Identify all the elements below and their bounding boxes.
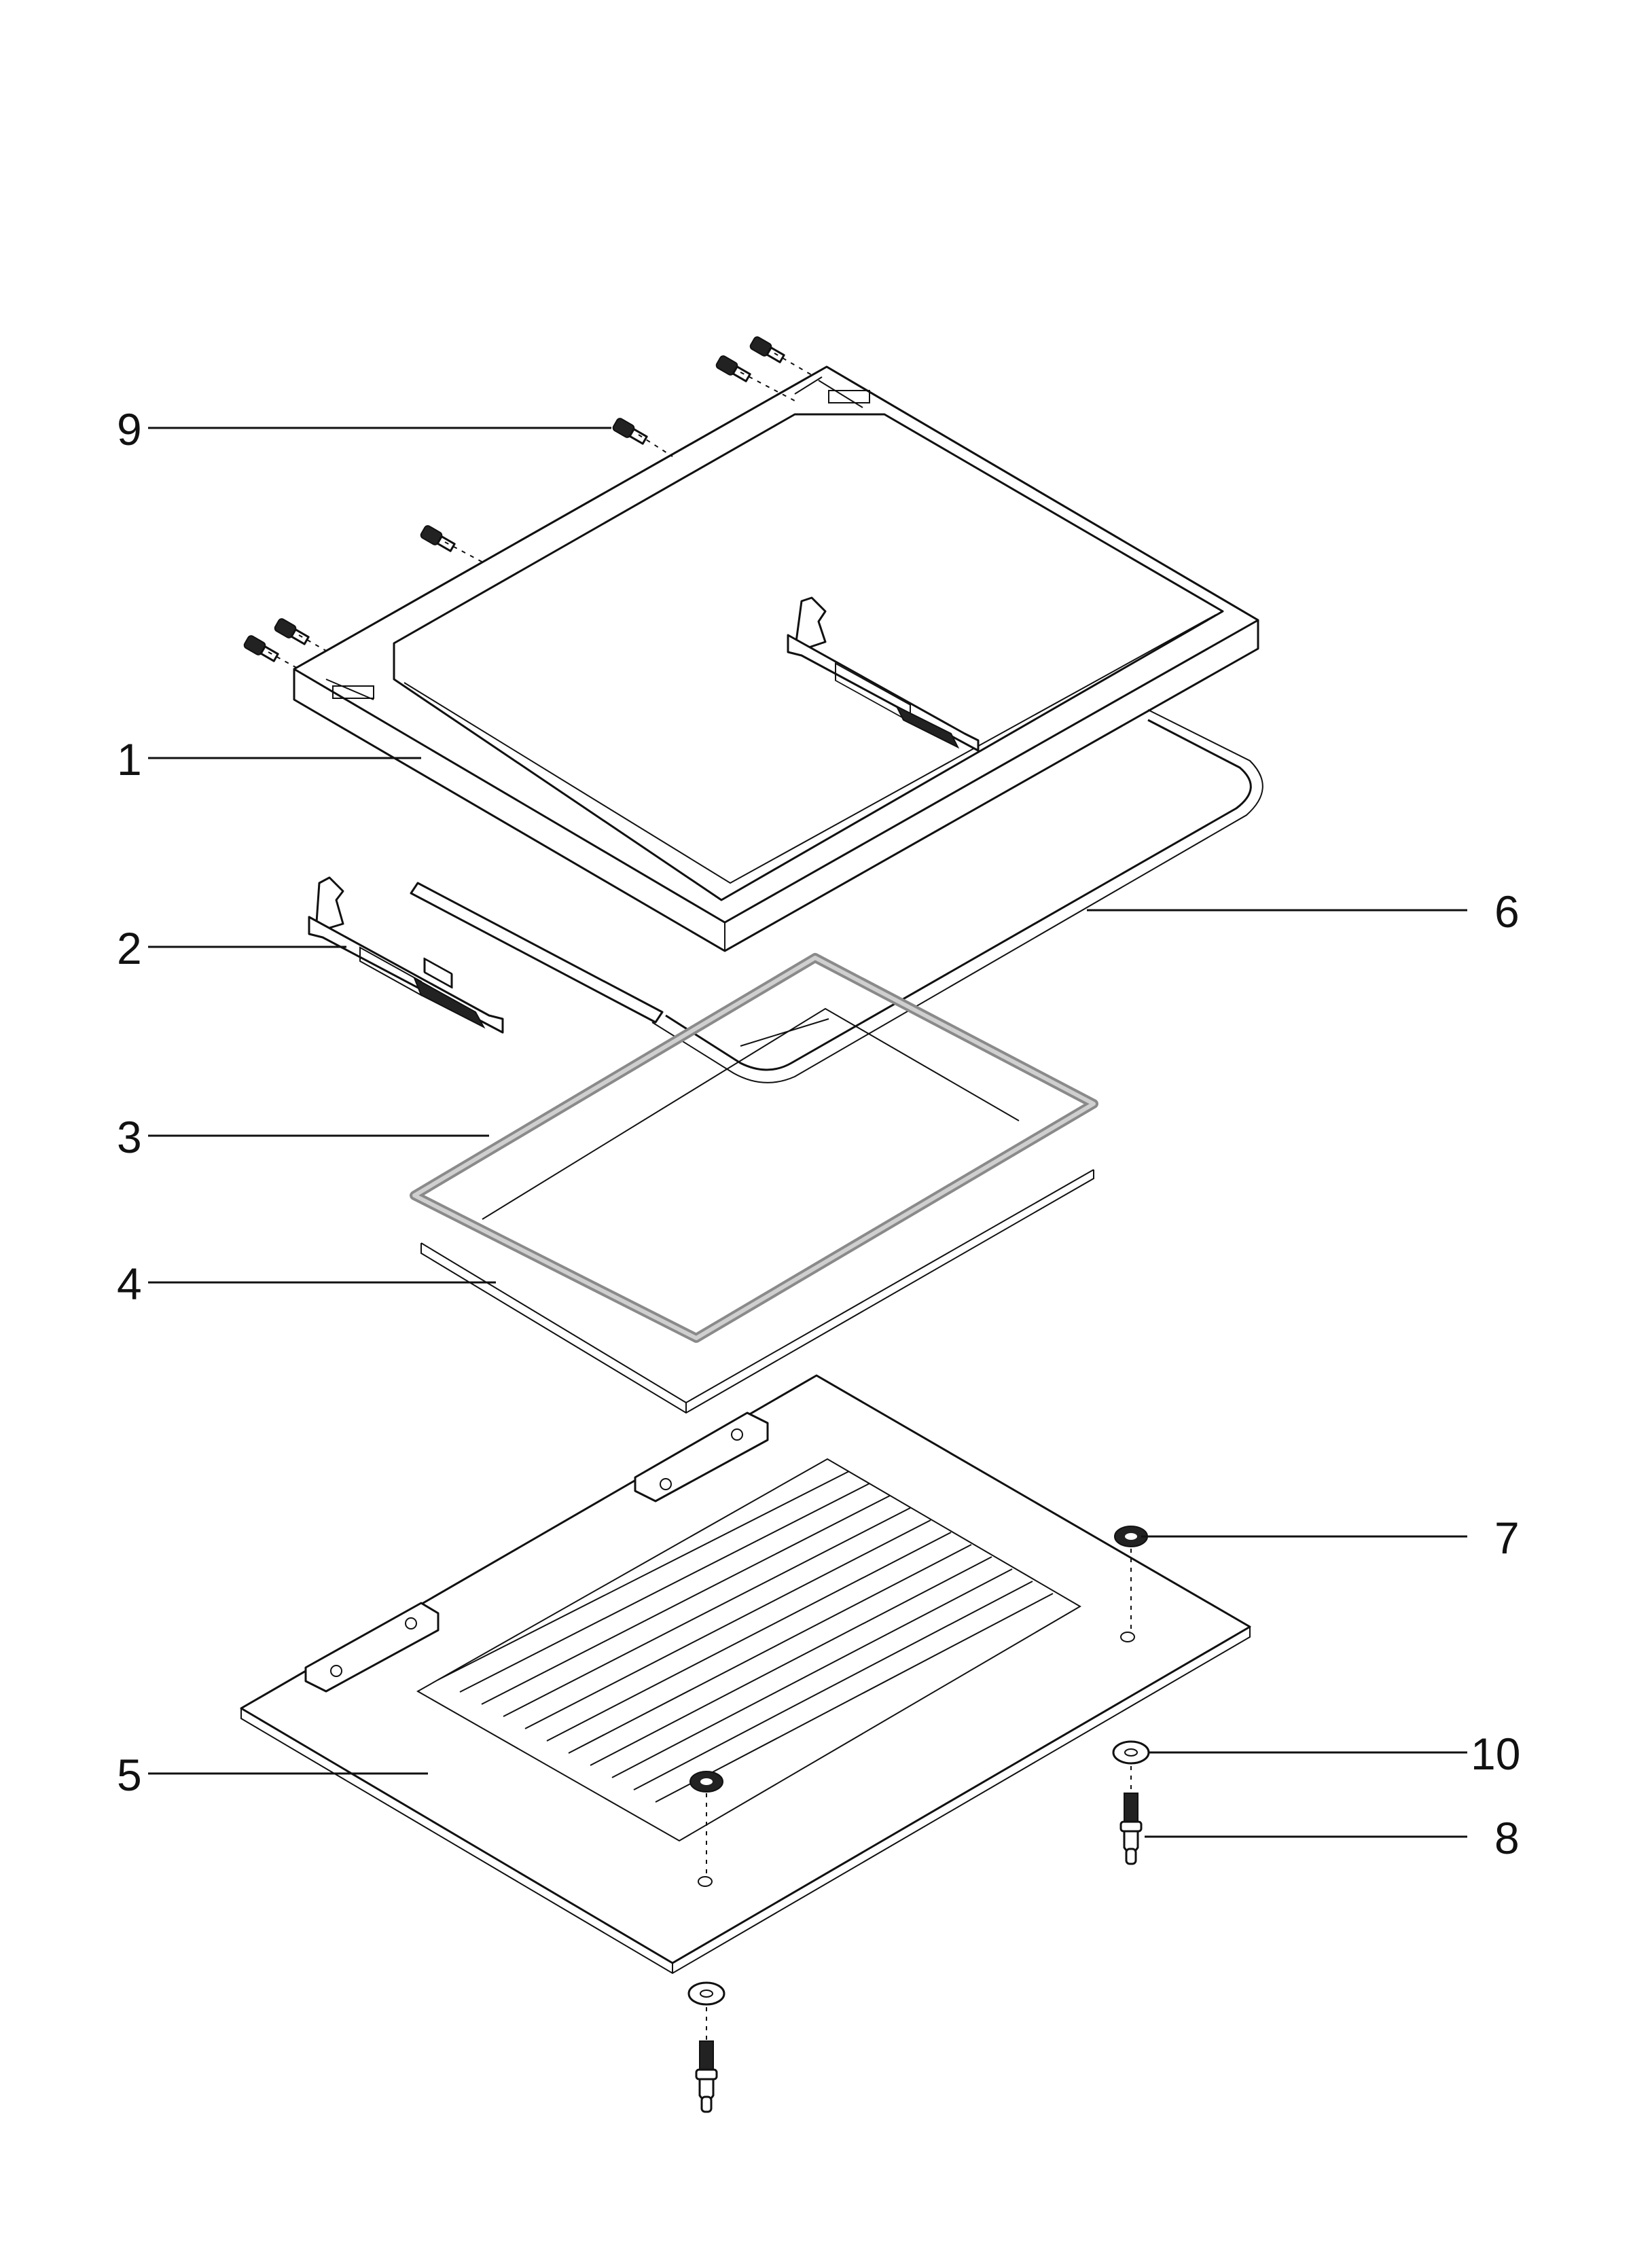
callout-6: 6 bbox=[1494, 886, 1520, 937]
screw-icon bbox=[749, 336, 785, 363]
screw-icon bbox=[715, 355, 751, 382]
part-5-inner-panel bbox=[240, 1374, 1251, 1975]
callout-2: 2 bbox=[117, 923, 142, 973]
screw-icon bbox=[274, 618, 310, 645]
part-10-washer bbox=[687, 1740, 1150, 2006]
callout-10: 10 bbox=[1471, 1729, 1520, 1779]
callout-9: 9 bbox=[117, 404, 142, 454]
callout-labels: 9 1 2 6 3 4 7 5 10 8 bbox=[117, 404, 1520, 1863]
part-3-seal-frame bbox=[410, 953, 1098, 1343]
part-2-hinge-bracket bbox=[308, 876, 504, 1034]
callout-7: 7 bbox=[1494, 1513, 1520, 1563]
callout-5: 5 bbox=[117, 1750, 142, 1800]
part-9-screws bbox=[243, 336, 816, 670]
leader-lines bbox=[148, 427, 1467, 1838]
stud-icon bbox=[1119, 1793, 1143, 1865]
vent-slats bbox=[437, 1471, 1054, 1803]
callout-8: 8 bbox=[1494, 1813, 1520, 1863]
part-6-gasket bbox=[410, 709, 1263, 1083]
part-8-studs bbox=[695, 1766, 1143, 2113]
hinge-bracket-upper bbox=[787, 596, 980, 752]
part-4-glass-pane bbox=[420, 1018, 1094, 1414]
callout-4: 4 bbox=[117, 1259, 142, 1309]
screw-icon bbox=[612, 418, 648, 445]
washer-icon bbox=[689, 1771, 723, 1793]
stud-icon bbox=[695, 2040, 718, 2113]
screw-icon bbox=[420, 525, 456, 552]
callout-1: 1 bbox=[117, 734, 142, 785]
screw-icon bbox=[243, 635, 279, 662]
callout-3: 3 bbox=[117, 1112, 142, 1162]
